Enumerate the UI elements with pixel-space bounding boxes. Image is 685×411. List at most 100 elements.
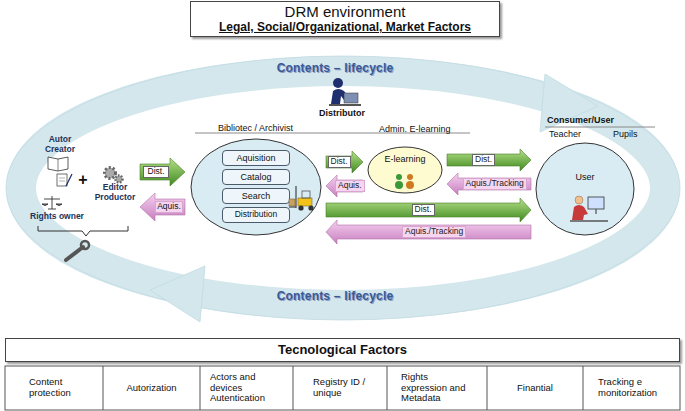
icon-line	[59, 181, 65, 182]
flow-tag: Aquis.	[335, 180, 365, 192]
lifecycle-label: Contents – lifecycle	[255, 290, 415, 303]
ellipse-label: E-learning	[367, 154, 443, 164]
icon-fork	[289, 206, 296, 207]
factor-cell: Finantial	[487, 366, 583, 410]
factor-cell: Registry ID / unique	[293, 366, 387, 410]
library-ellipse: Bibliotec / ArchivistAquisitionCatalogSe…	[190, 138, 322, 236]
icon-stand	[596, 209, 597, 214]
flow-tag: Dist.	[472, 154, 495, 166]
plus-sign: +	[76, 171, 90, 189]
icon-body	[298, 198, 312, 206]
icon-line	[59, 178, 65, 179]
actor-label: Rights owner	[28, 212, 86, 222]
lifecycle-label: Contents – lifecycle	[255, 62, 415, 75]
icon-wheel	[298, 205, 303, 210]
icon-book	[48, 157, 68, 171]
process-label: Aquisition	[223, 153, 289, 163]
flow-tag: Dist.	[412, 204, 435, 216]
ellipse-outline	[367, 146, 443, 194]
ellipse-shape	[191, 139, 321, 235]
icon-head	[396, 174, 402, 180]
book-icon	[48, 157, 68, 171]
icon-cab	[302, 191, 310, 198]
icon-post	[52, 196, 53, 209]
ellipse-outline	[535, 142, 635, 236]
flow-tag: Dist.	[328, 156, 351, 168]
wrench-icon	[66, 241, 89, 260]
process-label: Catalog	[223, 172, 289, 182]
factor-cell: Autorization	[103, 366, 200, 410]
icon-base	[48, 209, 56, 210]
icon-wheel	[308, 205, 313, 210]
distribution-arrow	[326, 198, 531, 222]
group-heading: Consumer/User	[547, 115, 647, 125]
process-box: Catalog	[222, 169, 290, 185]
factor-cell: Rights expression and Metadata	[387, 366, 487, 410]
role-heading: Distributor	[300, 108, 384, 118]
group-bracket	[38, 226, 128, 236]
distribution-arrow	[140, 158, 185, 186]
icon-pen	[66, 174, 72, 186]
icon-crate	[289, 199, 295, 206]
table-divider	[583, 366, 584, 410]
group-heading: Admin. E-learning	[379, 124, 479, 134]
process-label: Distribution	[223, 210, 289, 220]
ellipse-shape	[536, 143, 634, 235]
flow-tag: Aquis./Tracking	[402, 226, 466, 238]
lifecycle-arrowhead	[150, 266, 205, 322]
environment-box: DRM environmentLegal, Social/Organizatio…	[190, 1, 500, 37]
icon-desk	[329, 104, 361, 106]
group-heading: Bibliotec / Archivist	[218, 123, 338, 133]
gears-icon	[105, 168, 123, 183]
icon-body	[395, 181, 403, 189]
acquisition-arrow	[140, 193, 185, 221]
icon-paper	[57, 174, 67, 186]
flow-tag: Aquis./Tracking	[463, 178, 527, 190]
icon-pan	[42, 204, 48, 206]
user-icon	[570, 196, 608, 221]
icon-head	[575, 196, 583, 204]
icon-spine	[58, 159, 59, 171]
process-box: Aquisition	[222, 150, 290, 166]
scale-icon	[42, 196, 62, 209]
distributor-icon	[329, 78, 361, 106]
actor-label: Editor Productor	[92, 183, 138, 202]
lifecycle-band-edge	[6, 56, 680, 320]
forklift-icon	[289, 186, 314, 211]
process-label: Search	[223, 191, 289, 201]
table-divider	[387, 366, 388, 410]
icon-mast	[295, 186, 296, 208]
icon-beam	[44, 199, 60, 200]
distribution-arrow	[447, 149, 531, 171]
icon-gear	[105, 168, 116, 179]
icon-handle	[66, 247, 83, 260]
table-divider	[200, 366, 201, 410]
group-rule	[545, 127, 655, 128]
table-divider	[293, 366, 294, 410]
icon-screen	[344, 93, 358, 103]
process-box: Search	[222, 188, 290, 204]
icon-gear	[116, 176, 123, 183]
lifecycle-band	[21, 71, 665, 305]
box-heading: DRM environment	[191, 4, 499, 21]
edge-group	[326, 149, 531, 244]
factors-header-box: Tecnological Factors	[5, 338, 680, 362]
icon-pan	[56, 204, 62, 206]
table-divider	[103, 366, 104, 410]
factor-table	[5, 366, 680, 410]
icon-jaw	[81, 241, 89, 249]
elearning-icon	[395, 174, 414, 189]
icon-monitor	[588, 197, 604, 209]
box-subheading: Legal, Social/Organizational, Market Fac…	[191, 21, 499, 34]
elearning-ellipse: Admin. E-learningE-learning	[367, 146, 443, 194]
table-divider	[487, 366, 488, 410]
box-heading: Tecnological Factors	[6, 343, 679, 358]
distribution-arrow	[326, 151, 363, 173]
acquisition-arrow	[447, 173, 531, 195]
ellipse-label: User	[535, 172, 635, 182]
flow-tag: Aquis.	[155, 201, 183, 213]
factor-cell: Content protection	[5, 366, 103, 410]
factor-cell: Actors and devices Autentication	[200, 366, 293, 410]
